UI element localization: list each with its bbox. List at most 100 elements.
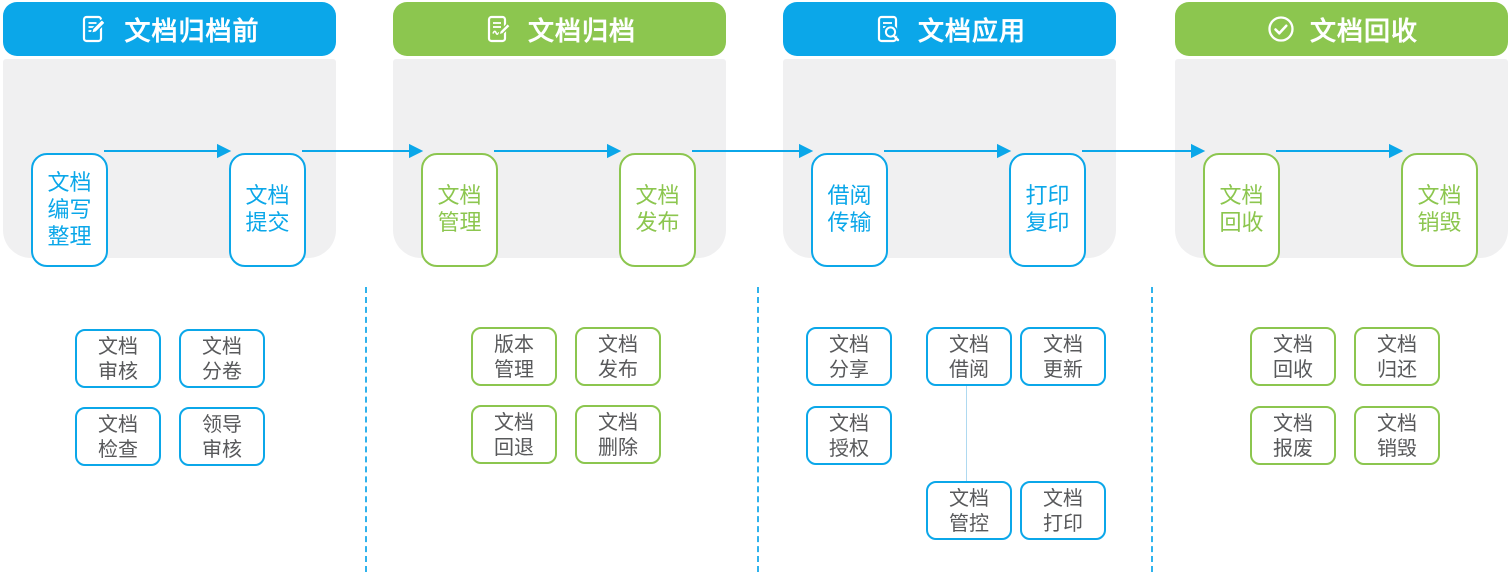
sub-item-line: 领导: [202, 411, 242, 436]
flow-node-doc-destroy: 文档 销毁: [1401, 153, 1478, 267]
sign-document-icon: [483, 13, 515, 45]
node-text-line: 回收: [1219, 211, 1264, 236]
node-text-line: 编写: [47, 197, 92, 223]
sub-item-line: 文档: [1043, 485, 1083, 510]
sub-item-line: 借阅: [949, 356, 989, 381]
phase-header-recycle: 文档回收: [1175, 2, 1508, 56]
sub-item-line: 管理: [494, 356, 534, 381]
node-text-line: 提交: [245, 211, 290, 236]
sub-item-line: 文档: [598, 409, 638, 434]
sub-item-line: 分享: [829, 356, 869, 381]
sub-item-doc-recycle: 文档 回收: [1250, 327, 1336, 386]
sub-item-line: 文档: [1043, 331, 1083, 356]
sub-item-line: 文档: [1273, 410, 1313, 435]
sub-item-line: 回收: [1273, 356, 1313, 381]
sub-item-line: 检查: [98, 436, 138, 461]
phase-title: 文档归档: [527, 16, 636, 47]
sub-item-line: 文档: [98, 333, 138, 358]
dashed-separator: [757, 287, 759, 572]
sub-item-doc-volume-split: 文档 分卷: [179, 329, 265, 388]
sub-item-doc-check: 文档 检查: [75, 407, 161, 466]
sub-item-line: 文档: [949, 331, 989, 356]
sub-item-doc-share: 文档 分享: [806, 327, 892, 386]
node-text-line: 管理: [437, 211, 482, 236]
phase-card-archive: 文档归档 文档 管理 文档 发布: [393, 2, 726, 267]
phase-header-archive: 文档归档: [393, 2, 726, 56]
node-text-line: 文档: [1417, 184, 1462, 209]
sub-item-leader-review: 领导 审核: [179, 407, 265, 466]
edit-document-icon: [79, 13, 111, 45]
sub-item-line: 销毁: [1377, 435, 1417, 460]
dashed-separator: [1151, 287, 1153, 572]
flow-node-doc-publish: 文档 发布: [619, 153, 696, 267]
sub-item-doc-borrow: 文档 借阅: [926, 327, 1012, 386]
sub-item-line: 更新: [1043, 356, 1083, 381]
node-text-line: 文档: [635, 184, 680, 209]
node-text-line: 打印: [1025, 184, 1070, 209]
node-text-line: 销毁: [1417, 211, 1462, 236]
node-text-line: 文档: [47, 170, 92, 196]
sub-item-line: 文档: [98, 411, 138, 436]
flow-node-print-copy: 打印 复印: [1009, 153, 1086, 267]
flow-node-doc-recycle: 文档 回收: [1203, 153, 1280, 267]
sub-item-doc-authorize: 文档 授权: [806, 406, 892, 465]
phase-body: 文档 回收 文档 销毁: [1175, 59, 1508, 267]
sub-item-doc-review: 文档 审核: [75, 329, 161, 388]
flow-node-doc-manage: 文档 管理: [421, 153, 498, 267]
sub-item-line: 文档: [202, 333, 242, 358]
sub-item-line: 文档: [1273, 331, 1313, 356]
dashed-separator: [365, 287, 367, 572]
phase-card-application: 文档应用 借阅 传输 打印 复印: [783, 2, 1116, 267]
sub-item-line: 文档: [949, 485, 989, 510]
sub-item-line: 文档: [1377, 331, 1417, 356]
sub-item-doc-delete: 文档 删除: [575, 405, 661, 464]
sub-item-line: 发布: [598, 356, 638, 381]
sub-item-line: 审核: [98, 358, 138, 383]
node-text-line: 文档: [1219, 184, 1264, 209]
sub-item-doc-destroy: 文档 销毁: [1354, 406, 1440, 465]
sub-item-line: 版本: [494, 331, 534, 356]
phase-title: 文档回收: [1309, 16, 1418, 47]
node-text-line: 复印: [1025, 211, 1070, 236]
sub-item-connector-line: [966, 383, 967, 482]
sub-item-doc-control: 文档 管控: [926, 481, 1012, 540]
sub-item-doc-rollback: 文档 回退: [471, 405, 557, 464]
sub-item-doc-scrap: 文档 报废: [1250, 406, 1336, 465]
node-text-line: 整理: [47, 224, 92, 250]
sub-item-line: 打印: [1043, 510, 1083, 535]
node-text-line: 借阅: [827, 184, 872, 209]
phase-header-application: 文档应用: [783, 2, 1116, 56]
flow-node-doc-write-organize: 文档 编写 整理: [31, 153, 108, 267]
phase-card-recycle: 文档回收 文档 回收 文档 销毁: [1175, 2, 1508, 267]
sub-item-doc-print: 文档 打印: [1020, 481, 1106, 540]
sub-item-line: 文档: [494, 409, 534, 434]
flow-node-borrow-transfer: 借阅 传输: [811, 153, 888, 267]
phase-body: 文档 管理 文档 发布: [393, 59, 726, 267]
sub-item-line: 回退: [494, 434, 534, 459]
sub-item-doc-publish: 文档 发布: [575, 327, 661, 386]
sub-item-line: 分卷: [202, 358, 242, 383]
sub-item-line: 报废: [1273, 435, 1313, 460]
phase-title: 文档归档前: [124, 16, 260, 47]
check-circle-icon: [1265, 13, 1297, 45]
phase-title: 文档应用: [917, 16, 1026, 47]
phase-header-pre-archive: 文档归档前: [3, 2, 336, 56]
phase-card-pre-archive: 文档归档前 文档 编写 整理 文档 提交: [3, 2, 336, 267]
sub-item-line: 归还: [1377, 356, 1417, 381]
sub-item-line: 授权: [829, 435, 869, 460]
node-text-line: 发布: [635, 211, 680, 236]
sub-item-line: 文档: [598, 331, 638, 356]
phase-body: 借阅 传输 打印 复印: [783, 59, 1116, 267]
node-text-line: 文档: [245, 184, 290, 209]
phase-body: 文档 编写 整理 文档 提交: [3, 59, 336, 267]
sub-item-line: 文档: [829, 331, 869, 356]
sub-item-doc-update: 文档 更新: [1020, 327, 1106, 386]
sub-item-line: 管控: [949, 510, 989, 535]
node-text-line: 传输: [827, 211, 872, 236]
sub-item-line: 文档: [1377, 410, 1417, 435]
node-text-line: 文档: [437, 184, 482, 209]
sub-item-line: 删除: [598, 434, 638, 459]
search-document-icon: [873, 13, 905, 45]
sub-item-doc-return: 文档 归还: [1354, 327, 1440, 386]
